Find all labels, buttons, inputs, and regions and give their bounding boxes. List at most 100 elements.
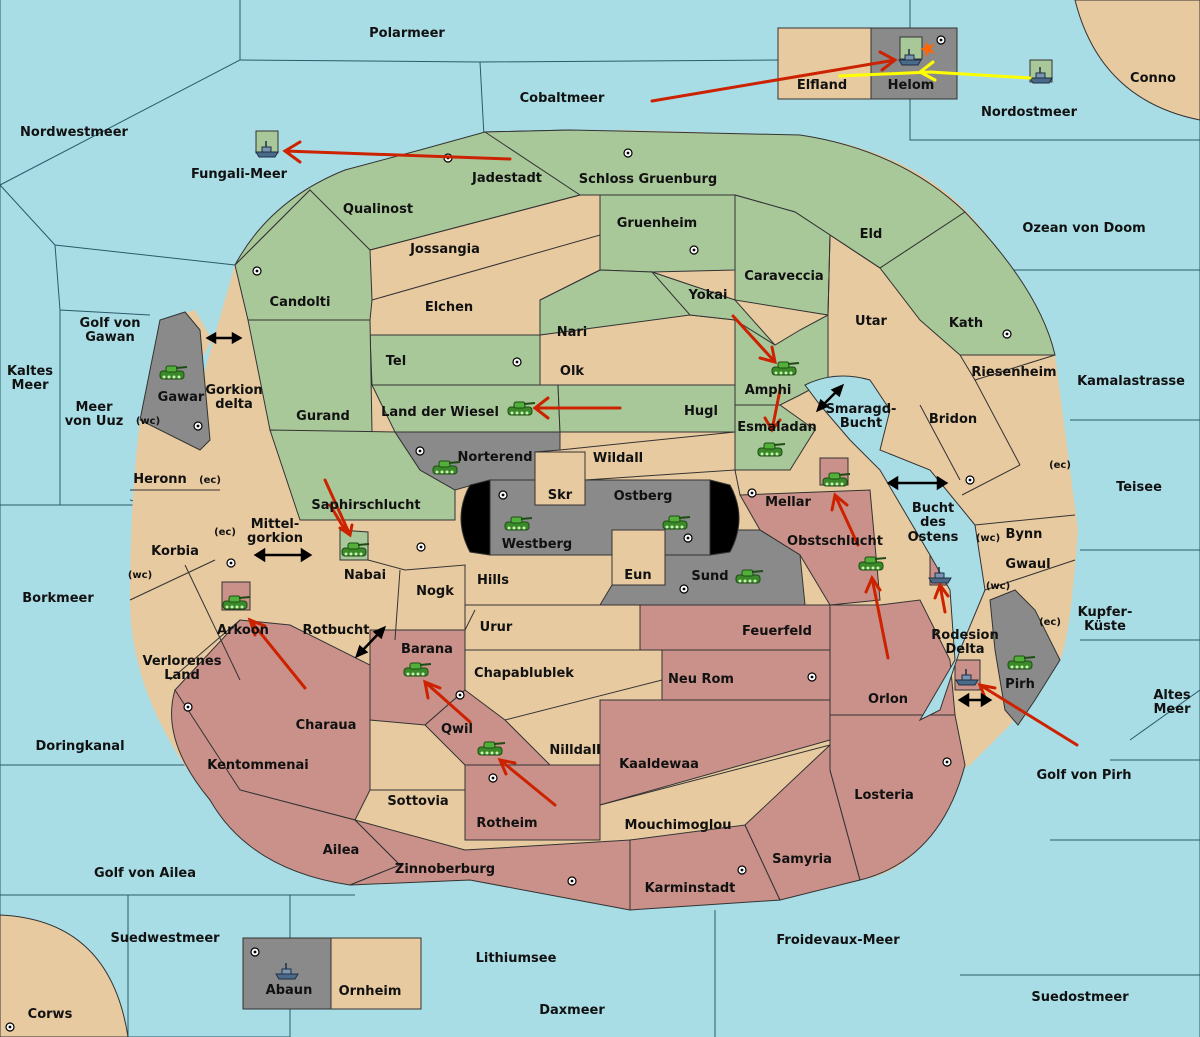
prov-caraveccia: Caraveccia xyxy=(744,269,823,284)
prov-feuerfeld: Feuerfeld xyxy=(742,624,812,639)
prov-obstschlucht: Obstschlucht xyxy=(787,534,883,549)
sea-kupfer-2: Küste xyxy=(1084,619,1126,634)
sea-bucht-1: Bucht xyxy=(912,501,954,516)
prov-ornheim: Ornheim xyxy=(339,984,402,999)
prov-verlorenes-2: Land xyxy=(164,668,200,683)
island-ornheim xyxy=(330,937,422,1010)
prov-westberg: Westberg xyxy=(502,537,572,552)
prov-samyria: Samyria xyxy=(772,852,832,867)
prov-nari: Nari xyxy=(557,325,588,340)
sea-daxmeer: Daxmeer xyxy=(539,1003,605,1018)
prov-elfland: Elfland xyxy=(797,78,847,93)
prov-bynn: Bynn xyxy=(1006,527,1043,542)
prov-mouchimoglou: Mouchimoglou xyxy=(625,818,732,833)
sea-smaragd-1: Smaragd- xyxy=(826,402,897,417)
prov-losteria: Losteria xyxy=(854,788,914,803)
sea-nordwestmeer: Nordwestmeer xyxy=(20,125,128,140)
sea-rotbucht: Rotbucht xyxy=(303,623,370,638)
prov-ostberg: Ostberg xyxy=(614,489,673,504)
prov-olk: Olk xyxy=(560,364,585,379)
prov-qwil: Qwil xyxy=(441,722,473,737)
prov-eun: Eun xyxy=(624,568,651,583)
prov-chapablublek: Chapablublek xyxy=(474,666,574,681)
sea-meer-uuz-1: Meer xyxy=(76,400,114,415)
prov-riesenheim: Riesenheim xyxy=(971,365,1056,380)
prov-schloss: Schloss Gruenburg xyxy=(579,172,717,187)
sea-doringkanal: Doringkanal xyxy=(35,739,124,754)
sea-kaltes-1: Kaltes xyxy=(7,364,53,379)
prov-qualinost: Qualinost xyxy=(343,202,413,217)
sea-rodesion-1: Rodesion xyxy=(931,628,998,643)
prov-elchen: Elchen xyxy=(425,300,473,315)
prov-hills: Hills xyxy=(477,573,509,588)
prov-pirh: Pirh xyxy=(1005,677,1035,692)
sea-golf-gawan-2: Gawan xyxy=(85,330,134,345)
coast-korbia-ec: (ec) xyxy=(214,527,236,538)
prov-kath: Kath xyxy=(949,316,983,331)
sea-golf-pirh: Golf von Pirh xyxy=(1036,768,1131,783)
prov-heronn: Heronn xyxy=(133,472,187,487)
prov-orlon: Orlon xyxy=(868,692,908,707)
prov-jadestadt: Jadestadt xyxy=(471,171,542,186)
prov-saphir: Saphirschlucht xyxy=(311,498,420,513)
inner-seas xyxy=(804,375,986,722)
coast-bynn-wc: (wc) xyxy=(976,533,1000,544)
prov-korbia: Korbia xyxy=(151,544,199,559)
sea-meer-uuz-2: von Uuz xyxy=(65,414,124,429)
prov-yokai: Yokai xyxy=(687,288,727,303)
red-provinces xyxy=(171,457,981,911)
sea-suedostmeer: Suedostmeer xyxy=(1031,990,1129,1005)
sea-kupfer-1: Kupfer- xyxy=(1078,605,1133,620)
coast-gwaul-ec: (ec) xyxy=(1039,617,1061,628)
prov-norterend: Norterend xyxy=(457,450,532,465)
sea-kaltes-2: Meer xyxy=(12,378,50,393)
prov-wildall: Wildall xyxy=(593,451,643,466)
prov-kaaldewaa: Kaaldewaa xyxy=(619,757,699,772)
coast-bynn-ec: (ec) xyxy=(1049,460,1071,471)
units xyxy=(159,36,1053,980)
sea-golf-ailea: Golf von Ailea xyxy=(94,866,196,881)
prov-mellar: Mellar xyxy=(765,495,811,510)
order-arrows xyxy=(247,50,1079,807)
sea-golf-gawan-1: Golf von xyxy=(80,316,141,331)
support-arrow xyxy=(838,60,1032,82)
coast-korbia-wc: (wc) xyxy=(128,570,152,581)
prov-zinnoberburg: Zinnoberburg xyxy=(395,862,495,877)
sea-polarmeer: Polarmeer xyxy=(369,26,445,41)
prov-utar: Utar xyxy=(855,314,888,329)
prov-nogk: Nogk xyxy=(416,584,454,599)
prov-gawar: Gawar xyxy=(158,390,205,405)
prov-verlorenes-1: Verlorenes xyxy=(142,654,221,669)
prov-amphi: Amphi xyxy=(745,383,792,398)
prov-karminstadt: Karminstadt xyxy=(645,881,736,896)
sea-lithiumsee: Lithiumsee xyxy=(476,951,557,966)
prov-jossangia: Jossangia xyxy=(409,242,480,257)
prov-urur: Urur xyxy=(480,620,513,635)
prov-kentommenai: Kentommenai xyxy=(207,758,308,773)
prov-gwaul: Gwaul xyxy=(1005,557,1050,572)
prov-helom: Helom xyxy=(888,78,935,93)
sea-altes-1: Altes xyxy=(1153,688,1191,703)
sea-gorkion-2: delta xyxy=(215,397,253,412)
prov-eld: Eld xyxy=(860,227,883,242)
sea-altes-2: Meer xyxy=(1154,702,1192,717)
sea-suedwestmeer: Suedwestmeer xyxy=(110,931,220,946)
sea-borkmeer: Borkmeer xyxy=(22,591,94,606)
prov-sottovia: Sottovia xyxy=(387,794,448,809)
sea-fungali: Fungali-Meer xyxy=(191,167,288,182)
prov-nabai: Nabai xyxy=(344,568,386,583)
sea-mittel-1: Mittel- xyxy=(251,517,300,532)
sea-froidevaux: Froidevaux-Meer xyxy=(776,933,900,948)
prov-rotheim: Rotheim xyxy=(476,816,537,831)
land-corws-label: Corws xyxy=(28,1007,73,1022)
coast-gawar-wc: (wc) xyxy=(136,416,160,427)
prov-land-wiesel: Land der Wiesel xyxy=(381,405,499,420)
prov-abaun: Abaun xyxy=(266,983,313,998)
sea-mittel-2: gorkion xyxy=(247,531,303,546)
sea-nordostmeer: Nordostmeer xyxy=(981,105,1078,120)
prov-candolti: Candolti xyxy=(270,295,331,310)
island-elfland xyxy=(777,27,872,100)
prov-bridon: Bridon xyxy=(929,412,977,427)
